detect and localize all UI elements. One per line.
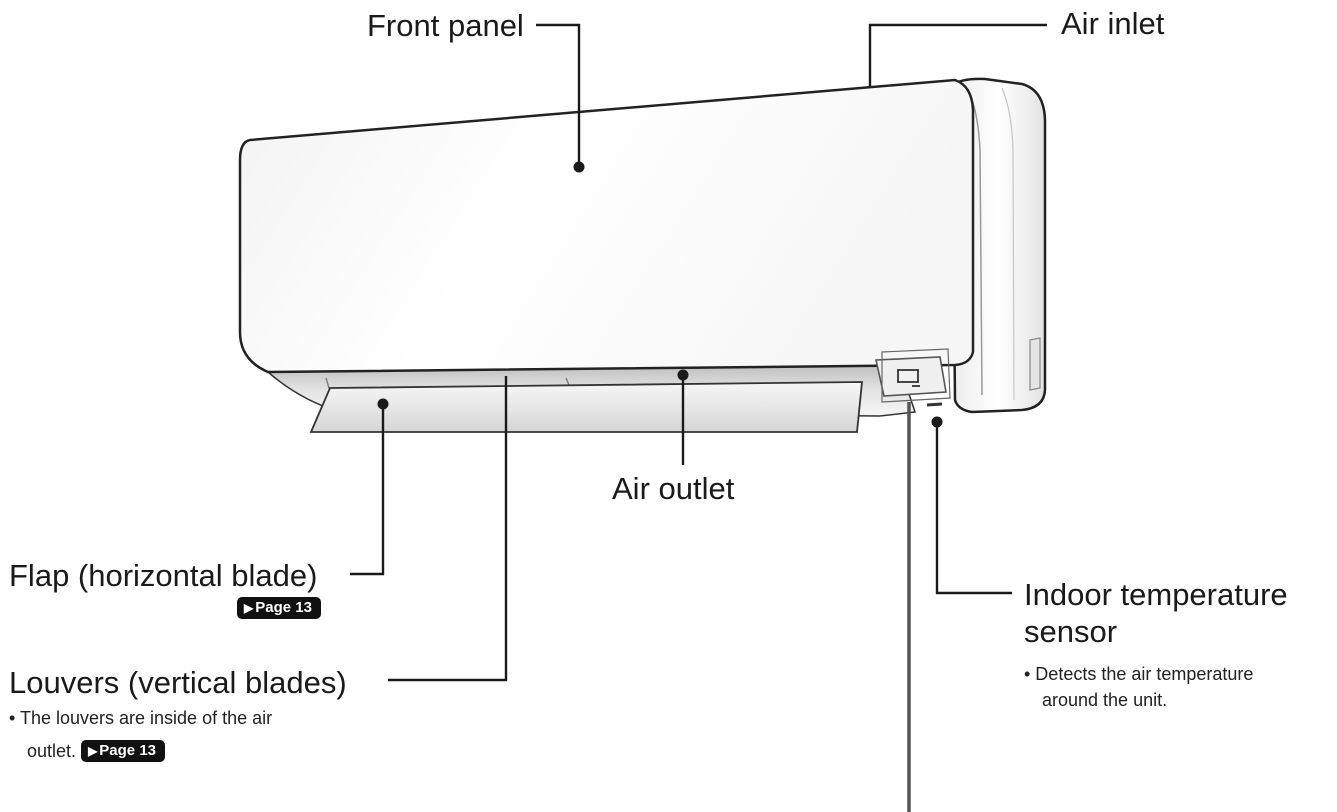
- sensor-display-block: [875, 348, 951, 407]
- label-air-outlet: Air outlet: [612, 471, 735, 506]
- unit-side-housing: [950, 77, 1047, 414]
- dot-flap: [377, 398, 389, 410]
- leader-louvers: [388, 376, 508, 682]
- sensor-note-line1: • Detects the air temperature: [1024, 664, 1254, 684]
- louvers-note-text: outlet.: [27, 741, 77, 761]
- label-sensor-line2: sensor: [1024, 614, 1118, 649]
- sensor-note-line2: around the unit.: [1042, 690, 1168, 710]
- front-panel-shape: [238, 78, 975, 374]
- leader-air-inlet: [868, 23, 1047, 86]
- louvers-page-ref-text: Page 13: [99, 742, 157, 759]
- label-sensor-line1: Indoor temperature: [1024, 577, 1288, 612]
- triangle-right-icon: ▶: [88, 744, 98, 758]
- flap-page-ref-text: Page 13: [255, 599, 312, 616]
- dot-front-panel: [573, 161, 585, 173]
- label-air-inlet: Air inlet: [1061, 6, 1165, 41]
- leader-front-panel: [536, 23, 581, 167]
- louvers-note-line1: • The louvers are inside of the air: [9, 708, 273, 728]
- leader-lines: [350, 23, 1047, 682]
- triangle-right-icon: ▶: [244, 601, 254, 615]
- leader-sensor: [935, 422, 1012, 595]
- dot-sensor: [931, 416, 943, 428]
- label-louvers: Louvers (vertical blades): [9, 665, 347, 700]
- flap-page-ref-badge[interactable]: ▶Page 13: [237, 597, 321, 619]
- louvers-note-line2: outlet. ▶Page 13: [27, 737, 166, 765]
- louvers-page-ref-badge[interactable]: ▶Page 13: [81, 740, 166, 762]
- flap-blade: [309, 381, 863, 433]
- dot-air-outlet: [677, 369, 689, 381]
- anchor-dots: [377, 161, 943, 428]
- label-front-panel: Front panel: [367, 8, 524, 43]
- leader-flap: [350, 404, 385, 576]
- label-flap: Flap (horizontal blade): [9, 558, 318, 593]
